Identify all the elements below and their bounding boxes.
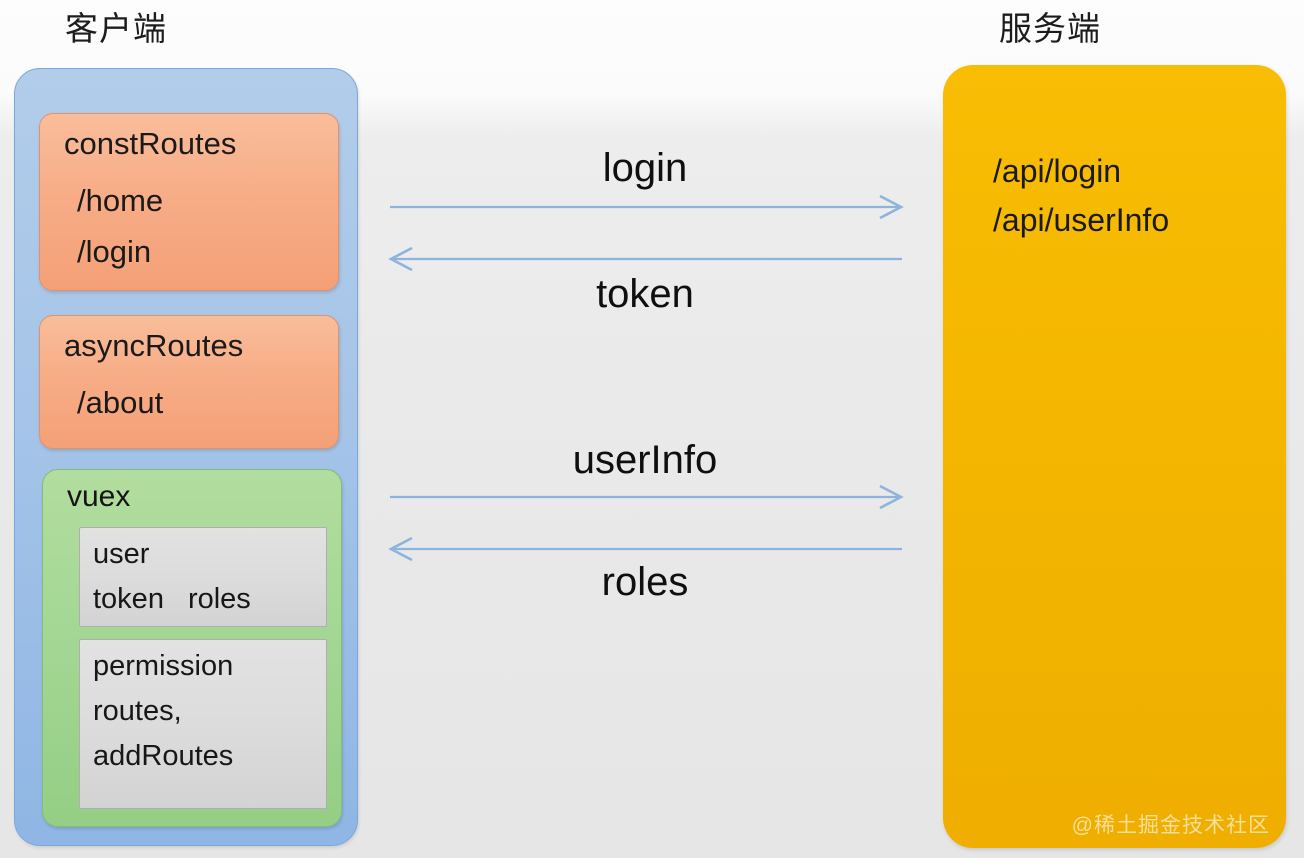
async-routes-heading: asyncRoutes [64, 328, 244, 363]
vuex-user-module-name: user [93, 538, 150, 570]
arrow-right-icon-userinfo [390, 484, 904, 510]
server-panel-title: 服务端 [999, 10, 1101, 47]
vuex-state-token: token [93, 583, 164, 615]
vuex-user-module-box: user token roles [79, 527, 327, 627]
const-routes-box: constRoutes /home /login [39, 113, 339, 291]
message-label-userinfo: userInfo [572, 438, 718, 482]
vuex-box: vuex user token roles permission routes, … [42, 469, 342, 827]
message-label-login: login [602, 146, 688, 190]
async-routes-box: asyncRoutes /about [39, 315, 339, 449]
vuex-heading: vuex [67, 480, 131, 513]
async-route-about: /about [77, 385, 164, 420]
message-label-roles: roles [601, 560, 689, 604]
vuex-permission-module-box: permission routes, addRoutes [79, 639, 327, 809]
server-endpoint-list: /api/login /api/userInfo [993, 155, 1169, 236]
const-route-login: /login [77, 234, 152, 269]
server-panel: /api/login /api/userInfo @稀土掘金技术社区 [943, 65, 1286, 848]
const-routes-heading: constRoutes [64, 126, 237, 161]
arrow-left-icon-roles [388, 536, 902, 562]
client-panel: constRoutes /home /login asyncRoutes /ab… [14, 68, 358, 846]
arrow-right-icon-login [390, 194, 904, 220]
watermark: @稀土掘金技术社区 [1071, 814, 1270, 837]
vuex-user-module-state: token roles [93, 585, 326, 614]
server-endpoint-login: /api/login [993, 153, 1122, 189]
arrow-left-icon-token [388, 246, 902, 272]
vuex-permission-module-name: permission [93, 650, 234, 682]
vuex-permission-state-routes: routes, [93, 695, 182, 727]
const-route-home: /home [77, 183, 164, 218]
client-panel-title: 客户端 [65, 10, 167, 47]
server-endpoint-userinfo: /api/userInfo [993, 202, 1170, 238]
vuex-state-roles: roles [187, 583, 251, 615]
vuex-permission-action-addroutes: addRoutes [93, 740, 234, 772]
message-label-token: token [596, 272, 694, 316]
